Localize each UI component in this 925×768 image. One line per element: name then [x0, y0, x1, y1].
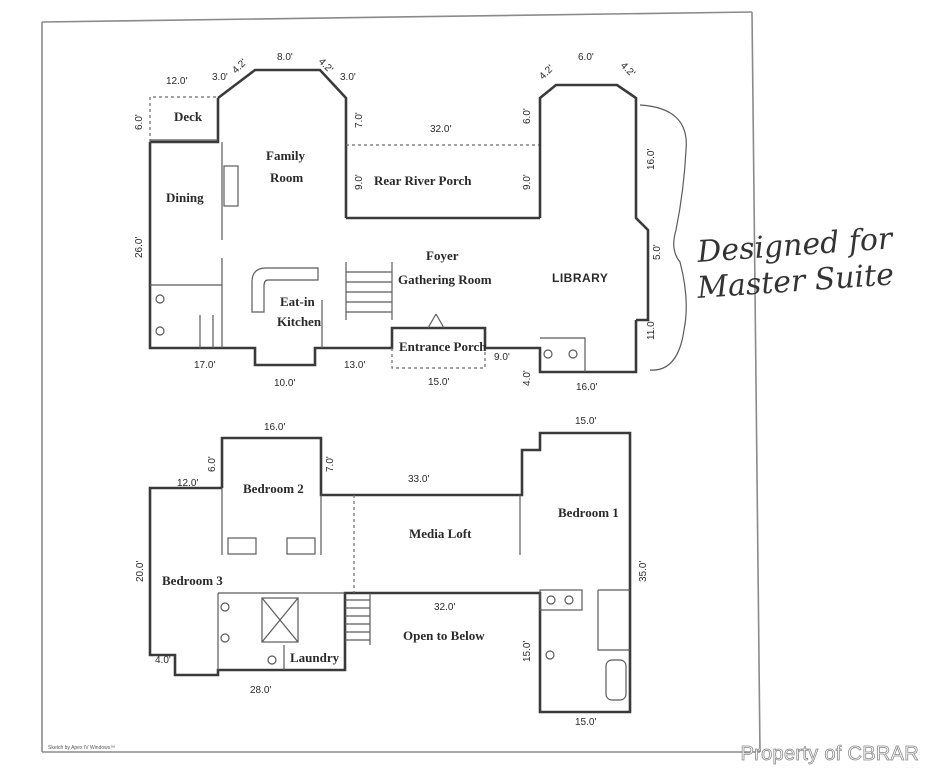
- bedroom2-label: Bedroom 2: [243, 481, 304, 496]
- dimension: 15.0': [428, 377, 449, 388]
- dimension: 4.2': [618, 60, 637, 79]
- open-below-label: Open to Below: [403, 628, 485, 643]
- dimension: 16.0': [264, 422, 285, 433]
- dimension: 10.0': [274, 378, 295, 389]
- dimension: 5.0': [652, 244, 663, 260]
- rear-porch-label: Rear River Porch: [374, 173, 472, 188]
- dimension: 32.0': [434, 602, 455, 613]
- dimension: 15.0': [575, 416, 596, 427]
- entrance-porch-label: Entrance Porch: [399, 339, 487, 354]
- dimension: 7.0': [325, 456, 336, 472]
- bedroom1-label: Bedroom 1: [558, 505, 619, 520]
- dimension: 11.0': [646, 319, 657, 340]
- dimension: 35.0': [638, 561, 649, 582]
- dimension: 6.0': [578, 52, 594, 63]
- dimension: 15.0': [522, 641, 533, 662]
- library-label: LIBRARY: [552, 271, 608, 285]
- gathering-room-label: Gathering Room: [398, 272, 492, 287]
- dimension: 32.0': [430, 124, 451, 135]
- sketch-credit: Sketch by Apex IV Windows™: [48, 745, 115, 751]
- dimension: 9.0': [354, 174, 365, 190]
- dimension: 7.0': [354, 112, 365, 128]
- dimension: 4.0': [155, 655, 171, 666]
- dimension: 28.0': [250, 685, 271, 696]
- dimension: 4.0': [522, 370, 533, 386]
- dimension: 9.0': [494, 352, 510, 363]
- dimension: 4.2': [316, 56, 335, 75]
- deck-label: Deck: [174, 109, 203, 124]
- dimension: 33.0': [408, 474, 429, 485]
- dimension: 9.0': [522, 174, 533, 190]
- dimension: 3.0': [340, 72, 356, 83]
- stairs-second-floor: [345, 593, 371, 645]
- family-room-label-2: Room: [270, 170, 303, 185]
- dimension: 15.0': [575, 717, 596, 728]
- family-room-label-1: Family: [266, 148, 305, 163]
- kitchen-label-1: Eat-in: [280, 294, 315, 309]
- dimension: 3.0': [212, 72, 228, 83]
- page-border: [41, 11, 761, 753]
- dining-label: Dining: [166, 190, 204, 205]
- dimension: 16.0': [576, 382, 597, 393]
- dimension: 8.0': [277, 52, 293, 63]
- dimension: 20.0': [135, 561, 146, 582]
- dimension: 6.0': [522, 108, 533, 124]
- dimension: 16.0': [646, 149, 657, 170]
- bedroom3-label: Bedroom 3: [162, 573, 223, 588]
- kitchen-label-2: Kitchen: [277, 314, 322, 329]
- dimension: 13.0': [344, 360, 365, 371]
- dimension: 4.2': [230, 57, 249, 76]
- first-floor-plan: [148, 68, 687, 374]
- dimension: 17.0': [194, 360, 215, 371]
- dimension: 12.0': [177, 478, 198, 489]
- dimension: 6.0': [134, 114, 145, 130]
- second-floor-plan: [148, 431, 632, 714]
- dimension: 6.0': [207, 456, 218, 472]
- media-loft-label: Media Loft: [409, 526, 472, 541]
- dimension: 26.0': [134, 237, 145, 258]
- laundry-label: Laundry: [290, 650, 340, 665]
- dimension: 4.2': [537, 63, 556, 82]
- stairs-first-floor: [345, 262, 393, 320]
- foyer-label: Foyer: [426, 248, 459, 263]
- watermark: Property of CBRAR: [740, 743, 919, 766]
- dimension: 12.0': [166, 76, 187, 87]
